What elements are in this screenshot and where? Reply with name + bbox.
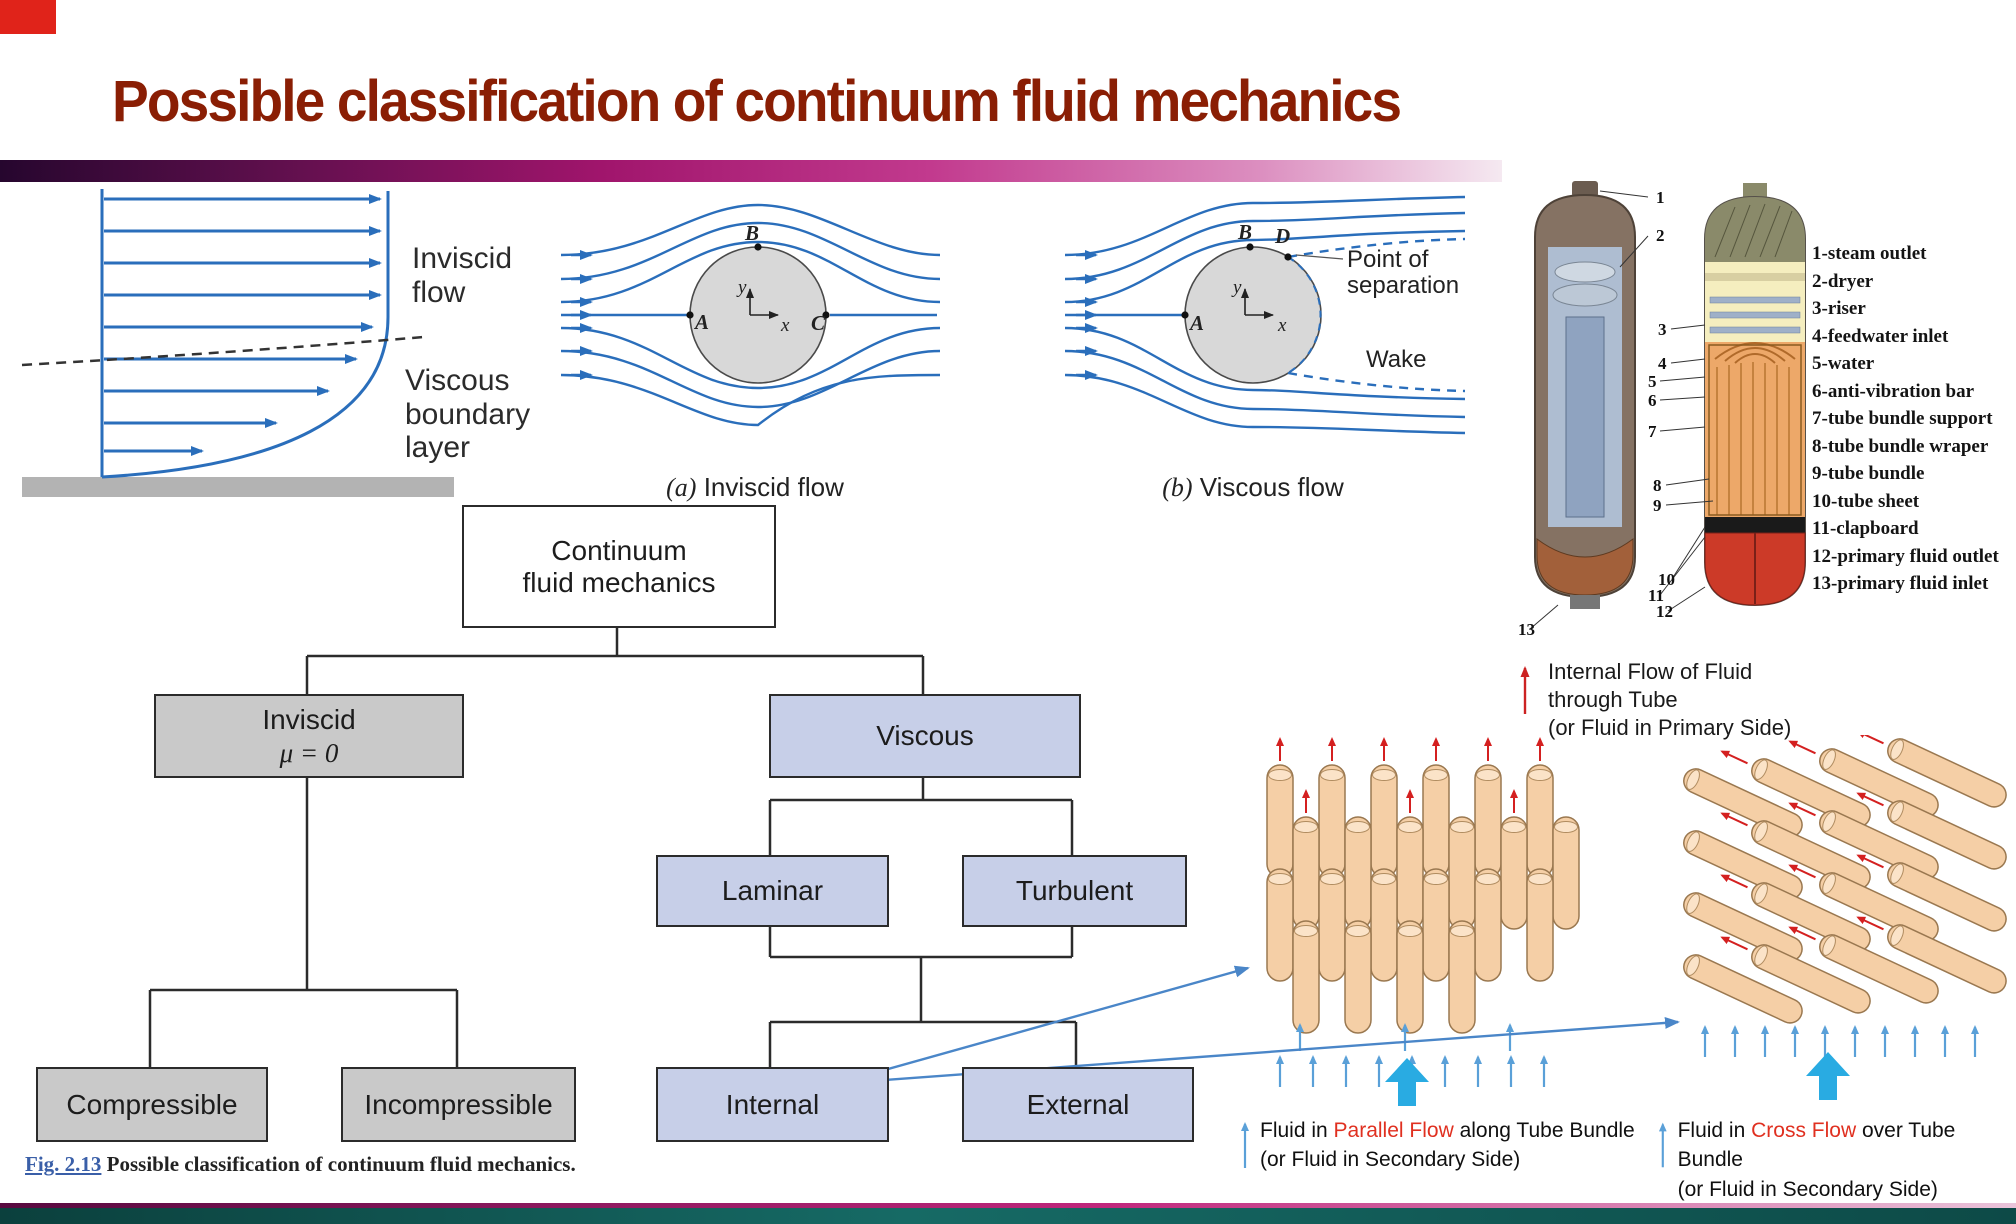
sg-callout: 2 [1656, 226, 1665, 245]
legend-item: 9-tube bundle [1812, 463, 1925, 484]
inviscid-cylinder-diagram: y x A B C [560, 203, 941, 427]
separation-label-line1: Point of [1347, 246, 1429, 273]
blue-up-arrow-icon [1658, 1122, 1667, 1168]
cross-flow-tube-bundle [1680, 735, 2016, 1057]
sg-callout: 10 [1658, 570, 1675, 589]
axis-x-label-b: x [1277, 315, 1287, 336]
legend-item: 11-clapboard [1812, 518, 1919, 539]
cyan-up-arrow-icon [1385, 1058, 1429, 1106]
flowchart-external-box: External [962, 1067, 1194, 1142]
wake-lower-dashed [1287, 371, 1466, 393]
sg-callout: 9 [1653, 496, 1662, 515]
flowchart-root-box: Continuum fluid mechanics [462, 505, 776, 628]
figure-caption: Fig. 2.13 Possible classification of con… [25, 1152, 576, 1176]
internal-flow-note: Internal Flow of Fluid through Tube (or … [1548, 659, 1792, 740]
sg-callout: 1 [1656, 188, 1665, 207]
cyan-up-arrow-icon [1806, 1052, 1850, 1100]
flowchart-incompressible-box: Incompressible [341, 1067, 576, 1142]
legend-item: 1-steam outlet [1812, 243, 1927, 264]
legend-item: 10-tube sheet [1812, 490, 1920, 512]
wake-upper-dashed [1287, 237, 1466, 259]
point-a-label-b: A [1188, 311, 1204, 335]
legend-item: 5-water [1812, 353, 1875, 374]
flowchart-laminar-box: Laminar [656, 855, 889, 927]
point-d-label-b: D [1274, 224, 1290, 248]
sg-callout: 4 [1658, 354, 1667, 373]
legend-item: 6-anti-vibration bar [1812, 380, 1975, 402]
sg-callout: 13 [1518, 620, 1535, 639]
diagram-b-caption: (b) Viscous flow [1162, 472, 1344, 502]
parallel-flow-tube-bundle [1266, 737, 1580, 1087]
legend-item: 12-primary fluid outlet [1812, 545, 1999, 567]
parallel-flow-caption: Fluid in Parallel Flow along Tube Bundle… [1238, 1116, 1635, 1175]
corner-red-mark [0, 0, 56, 34]
inviscid-flow-label: Inviscid flow [412, 242, 513, 309]
separation-label-line2: separation [1347, 272, 1459, 299]
sg-callout: 6 [1648, 391, 1657, 410]
point-b-label: B [744, 221, 759, 245]
cross-flow-caption: Fluid in Cross Flow over Tube Bundle (or… [1656, 1116, 2016, 1204]
sg-callout: 11 [1648, 586, 1664, 605]
diagram-a-caption: (a) Inviscid flow [666, 472, 844, 502]
flowchart-compressible-box: Compressible [36, 1067, 268, 1142]
bottom-accent-line [0, 1203, 2016, 1208]
sg-callout: 3 [1658, 320, 1667, 339]
viscous-cylinder-diagram: y x A B D Point of separation Wake [1064, 195, 1466, 435]
title-divider-bar [0, 160, 1502, 182]
legend-item: 13-primary fluid inlet [1812, 573, 1989, 594]
point-a-label: A [693, 310, 709, 334]
point-b-label-b: B [1237, 220, 1252, 244]
wake-label: Wake [1366, 346, 1426, 373]
viscous-boundary-layer-label: Viscous boundary layer [405, 364, 531, 465]
axis-y-label-a: y [736, 277, 747, 298]
steam-generator-legend: 1-steam outlet 2-dryer 3-riser 4-feedwat… [1812, 240, 1999, 598]
flowchart-internal-box: Internal [656, 1067, 889, 1142]
point-c-label: C [811, 311, 826, 335]
axis-x-label-a: x [780, 315, 790, 336]
sg-callout: 12 [1656, 602, 1673, 621]
boundary-layer-dashed-line [21, 335, 425, 367]
legend-item: 2-dryer [1812, 270, 1874, 292]
page-title: Possible classification of continuum flu… [112, 69, 1402, 134]
ground-bar [22, 477, 454, 497]
sg-callout: 5 [1648, 372, 1657, 391]
sg-callout: 7 [1648, 422, 1657, 441]
flowchart-inviscid-box: Inviscid μ = 0 [154, 694, 464, 778]
axis-y-label-b: y [1231, 277, 1242, 298]
figure-reference-link[interactable]: Fig. 2.13 [25, 1152, 102, 1176]
sg-callout: 8 [1653, 476, 1662, 495]
red-up-arrow-icon [1520, 666, 1530, 714]
legend-item: 4-feedwater inlet [1812, 325, 1949, 347]
steam-generator-illustration: 1 2 3 4 5 6 7 8 9 10 11 12 13 [1518, 181, 1806, 639]
flowchart-turbulent-box: Turbulent [962, 855, 1187, 927]
flowchart-viscous-box: Viscous [769, 694, 1081, 778]
blue-up-arrow-icon [1241, 1122, 1249, 1168]
legend-item: 7-tube bundle support [1812, 408, 1993, 429]
velocity-profile-diagram [21, 189, 454, 497]
bottom-bar [0, 1208, 2016, 1224]
legend-item: 3-riser [1812, 298, 1866, 319]
arrow-internal-to-parallel-bundle [880, 965, 1250, 1073]
legend-item: 8-tube bundle wraper [1812, 435, 1989, 457]
